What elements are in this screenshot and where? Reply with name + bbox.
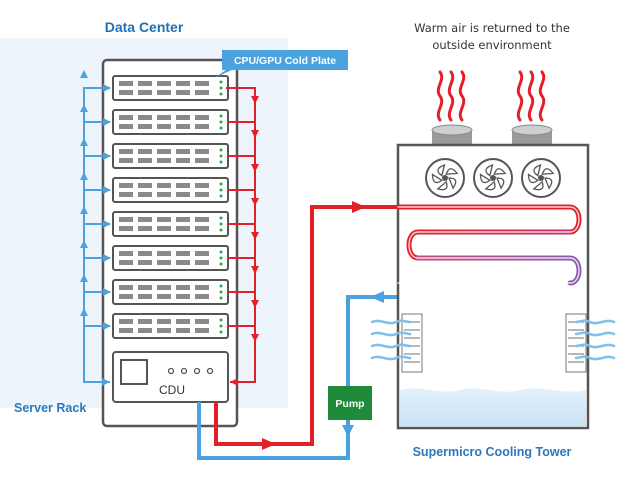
fan-list (425, 158, 561, 198)
cold-flow-arrow (103, 322, 111, 330)
cdu-display (120, 359, 148, 385)
data-center-title: Data Center (105, 19, 184, 35)
cold-supply-manifold (80, 70, 111, 386)
heat-exchanger-coil (395, 204, 582, 286)
server-unit (112, 245, 229, 271)
cdu-indicator-light (206, 367, 214, 375)
server-unit (112, 313, 229, 339)
cdu-unit: CDU (112, 351, 229, 403)
cold-flow-arrow (342, 425, 354, 437)
cooling-tower-label: Supermicro Cooling Tower (413, 445, 572, 459)
cold-flow-arrow (103, 186, 111, 194)
server-rack-label: Server Rack (14, 401, 86, 415)
cold-flow-arrow (103, 84, 111, 92)
server-unit (112, 109, 229, 135)
pump-unit: Pump (328, 386, 372, 420)
cold-flow-arrow (80, 172, 88, 180)
server-unit (112, 177, 229, 203)
warm-air-note-line1: Warm air is returned to the (414, 21, 570, 35)
cold-flow-arrow (103, 288, 111, 296)
hot-flow-arrow (262, 438, 276, 450)
hot-flow-arrow (251, 300, 259, 308)
hot-flow-arrow (251, 130, 259, 138)
warm-air-heat-icon (436, 70, 466, 122)
air-intake-louvre-left (401, 313, 423, 373)
cold-flow-arrow (80, 104, 88, 112)
intake-airflow-left-icon (370, 319, 412, 361)
cold-flow-arrow (80, 206, 88, 214)
hot-flow-arrow (251, 164, 259, 172)
cold-flow-arrow (103, 118, 111, 126)
cdu-indicator-light (167, 367, 175, 375)
cold-plate-label: CPU/GPU Cold Plate (234, 55, 336, 67)
exhaust-vent (511, 124, 553, 144)
cold-flow-arrow (102, 378, 110, 386)
hot-flow-arrow (251, 96, 259, 104)
cold-flow-arrow (103, 254, 111, 262)
server-unit (112, 143, 229, 169)
server-list (112, 75, 229, 339)
warm-air-heat-icon (516, 70, 546, 122)
server-rack: CDU (101, 58, 239, 428)
water-basin (400, 388, 586, 426)
hot-flow-arrow (230, 378, 238, 386)
pump-label: Pump (335, 398, 364, 410)
hot-flow-arrow (251, 334, 259, 342)
cold-pipe-from-tower (197, 295, 398, 460)
hot-flow-arrow (352, 201, 366, 213)
cdu-indicator-light (180, 367, 188, 375)
server-unit (112, 279, 229, 305)
cdu-indicator-light (193, 367, 201, 375)
exhaust-vent (431, 124, 473, 144)
cold-flow-arrow (80, 138, 88, 146)
hot-flow-arrow (251, 266, 259, 274)
cold-flow-arrow (80, 274, 88, 282)
fan-icon (425, 158, 465, 198)
cold-flow-arrow (370, 291, 384, 303)
fan-icon (521, 158, 561, 198)
cdu-label: CDU (159, 383, 185, 397)
cold-flow-arrow (80, 308, 88, 316)
hot-pipe-to-tower (214, 205, 398, 446)
cold-flow-arrow (80, 70, 88, 78)
warm-air-note-line2: outside environment (432, 38, 552, 52)
cold-flow-arrow (80, 240, 88, 248)
hot-flow-arrow (251, 198, 259, 206)
cold-plate-callout: CPU/GPU Cold Plate (214, 50, 348, 78)
cold-flow-arrow (103, 152, 111, 160)
intake-airflow-right-icon (574, 319, 616, 361)
hot-flow-arrow (251, 232, 259, 240)
server-unit (112, 75, 229, 101)
hot-return-manifold (226, 87, 259, 386)
server-unit (112, 211, 229, 237)
fan-icon (473, 158, 513, 198)
cold-flow-arrow (103, 220, 111, 228)
